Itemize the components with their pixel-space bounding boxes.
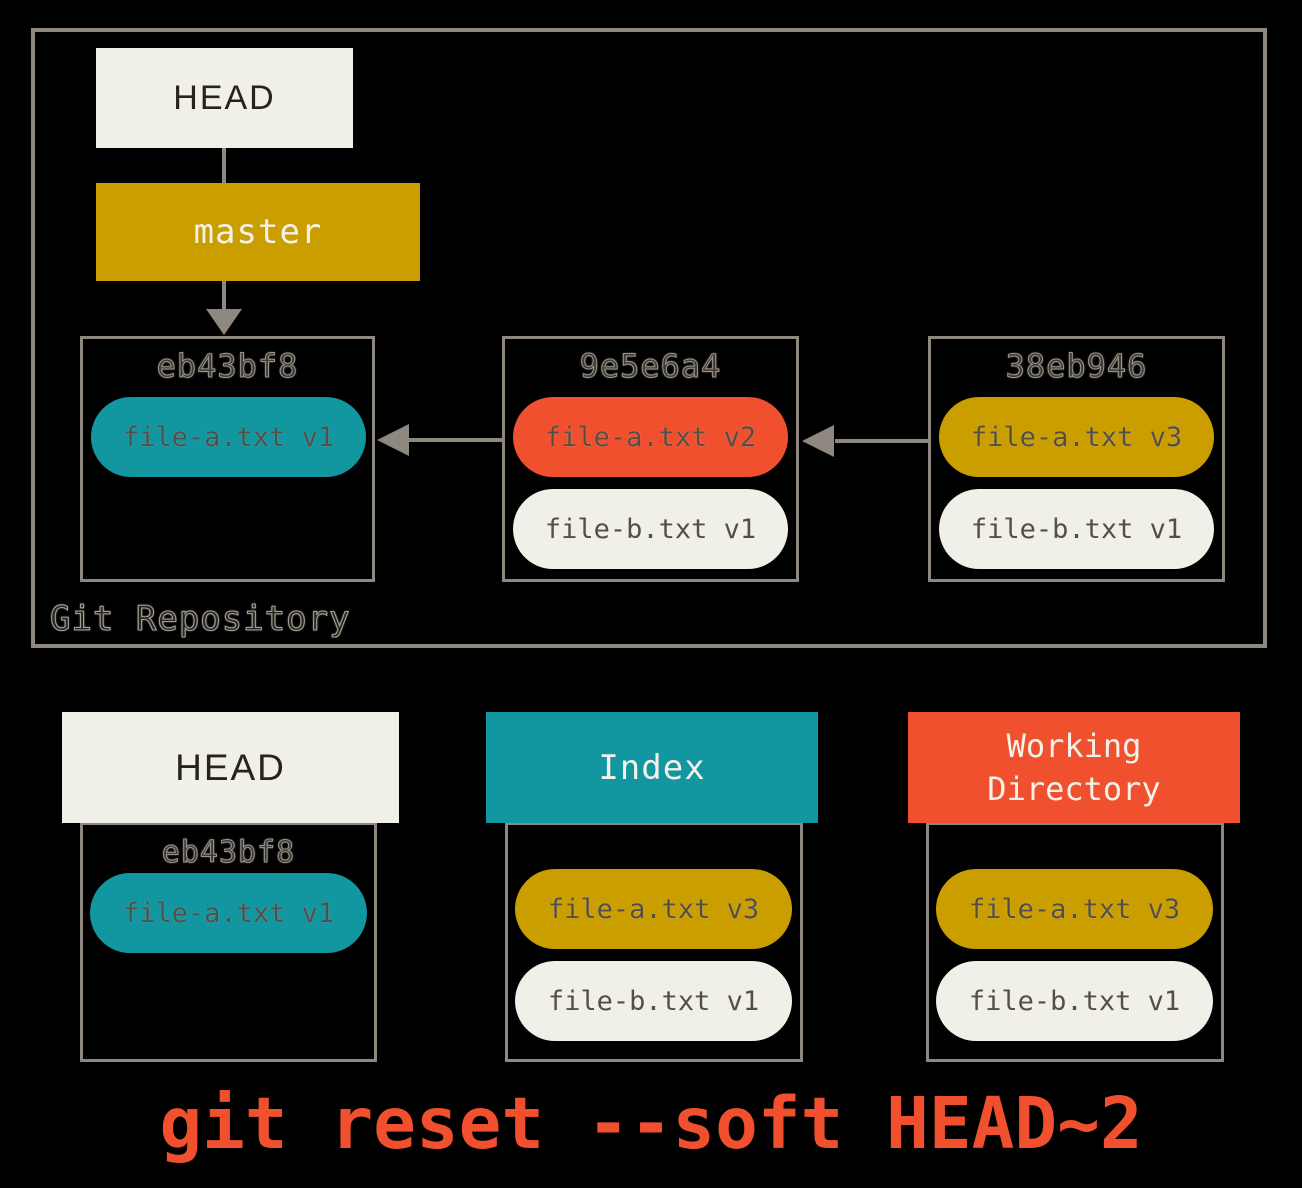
commit-box-9e5e6a4: 9e5e6a4 file-a.txt v2 file-b.txt v1 xyxy=(502,336,799,582)
git-command-caption: git reset --soft HEAD~2 xyxy=(159,1082,1143,1165)
index-area-box: file-a.txt v3 file-b.txt v1 xyxy=(505,822,803,1062)
file-pill: file-a.txt v1 xyxy=(90,873,367,953)
file-pill: file-a.txt v3 xyxy=(939,397,1214,477)
file-pill: file-b.txt v1 xyxy=(939,489,1214,569)
commit-box-eb43bf8: eb43bf8 file-a.txt v1 xyxy=(80,336,375,582)
commit3-to-commit2-arrowhead-icon xyxy=(802,425,834,457)
working-directory-area-title: Working Directory xyxy=(987,727,1161,808)
commit-id: eb43bf8 xyxy=(161,835,296,871)
master-to-commit-arrowhead-icon xyxy=(206,309,242,335)
commit-box-38eb946: 38eb946 file-a.txt v3 file-b.txt v1 xyxy=(928,336,1225,582)
head-ref-box: HEAD xyxy=(96,48,353,148)
commit2-to-commit1-arrowhead-icon xyxy=(377,424,409,456)
master-to-commit-line xyxy=(222,281,226,311)
working-directory-area-box: file-a.txt v3 file-b.txt v1 xyxy=(926,822,1224,1062)
git-repository-label: Git Repository xyxy=(49,598,351,639)
file-pill: file-a.txt v3 xyxy=(515,869,792,949)
working-directory-area-header: Working Directory xyxy=(908,712,1240,823)
git-repository-box: Git Repository xyxy=(31,28,1267,648)
commit-id: 9e5e6a4 xyxy=(579,347,722,386)
master-branch-box: master xyxy=(96,183,420,281)
commit2-to-commit1-line xyxy=(408,438,502,442)
file-pill: file-b.txt v1 xyxy=(936,961,1213,1041)
file-pill: file-b.txt v1 xyxy=(515,961,792,1041)
commit-id: 38eb946 xyxy=(1005,347,1148,386)
commit-id: eb43bf8 xyxy=(156,347,299,386)
index-area-header: Index xyxy=(486,712,818,823)
file-pill: file-a.txt v2 xyxy=(513,397,788,477)
head-area-title: HEAD xyxy=(175,746,286,788)
head-area-header: HEAD xyxy=(62,712,399,823)
file-pill: file-a.txt v3 xyxy=(936,869,1213,949)
head-area-box: eb43bf8 file-a.txt v1 xyxy=(80,822,377,1062)
commit3-to-commit2-line xyxy=(835,439,928,443)
master-branch-label: master xyxy=(193,212,323,252)
head-ref-label: HEAD xyxy=(173,78,276,117)
index-area-title: Index xyxy=(598,747,706,788)
file-pill: file-b.txt v1 xyxy=(513,489,788,569)
file-pill: file-a.txt v1 xyxy=(91,397,366,477)
head-to-master-line xyxy=(222,148,226,183)
